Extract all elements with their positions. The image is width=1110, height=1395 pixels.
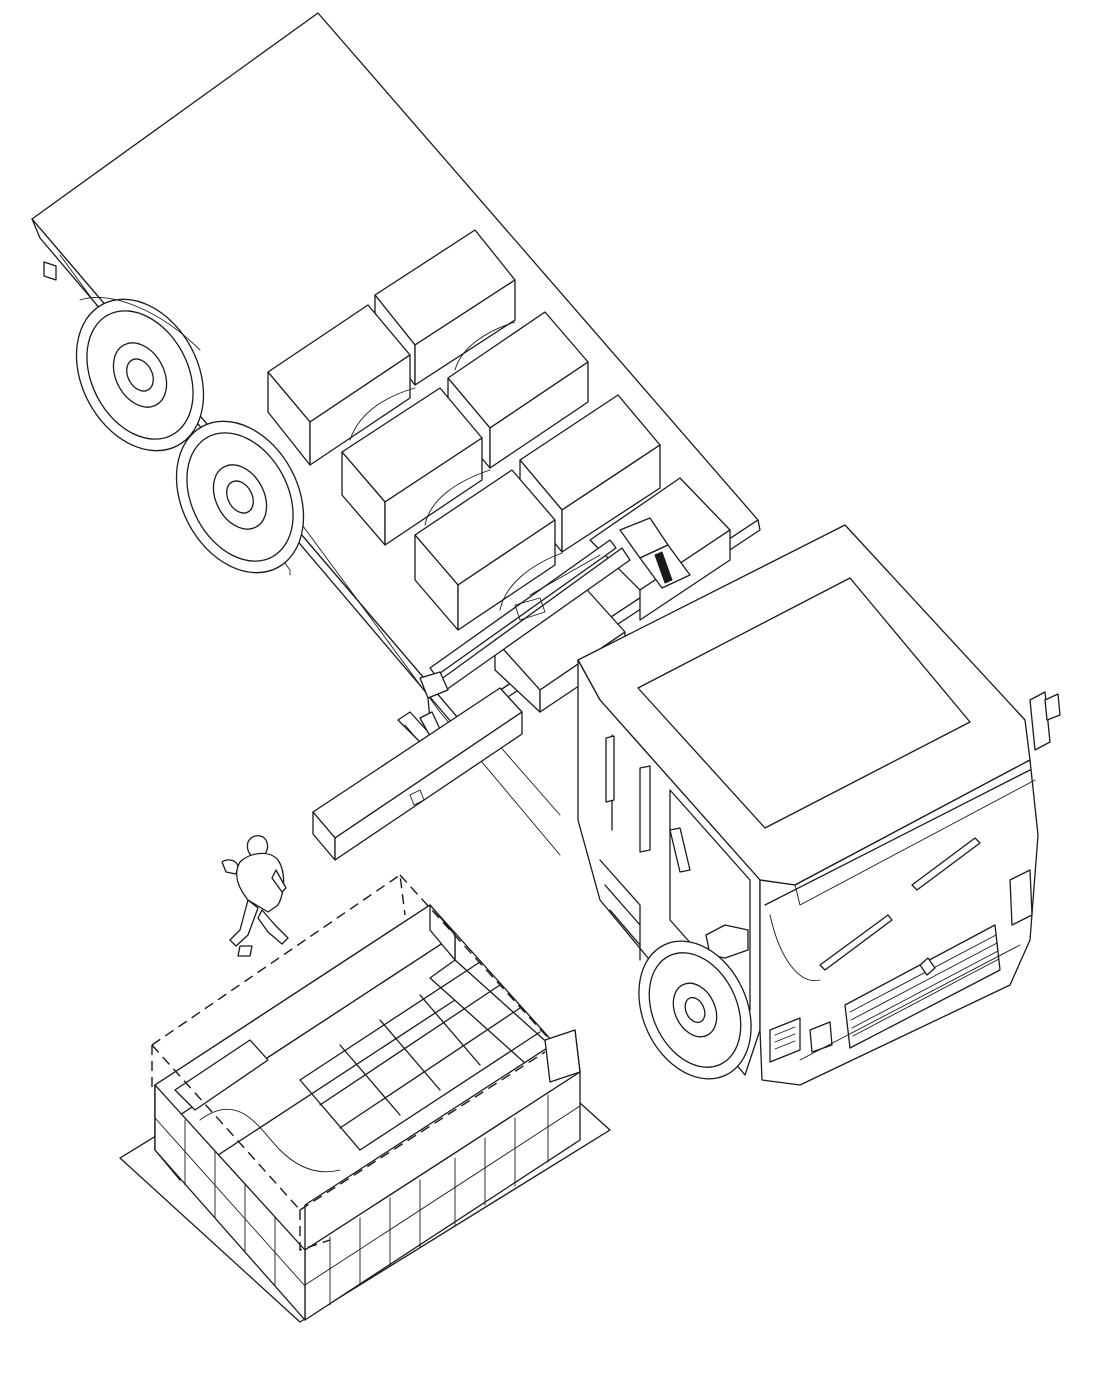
brand-logo [919,957,936,976]
cargo-block [267,304,411,466]
cargo-block [341,387,483,546]
cargo-block [414,469,556,631]
placement-guide-dashed [151,873,551,1251]
suspended-beam [312,687,523,861]
truck-cab [577,524,1061,1086]
worker-figure [221,835,289,957]
front-wheel [638,940,752,1080]
rear-wheel-2 [175,420,305,574]
block-wall-enclosure [154,904,581,1321]
rear-wheel-1 [75,297,205,452]
